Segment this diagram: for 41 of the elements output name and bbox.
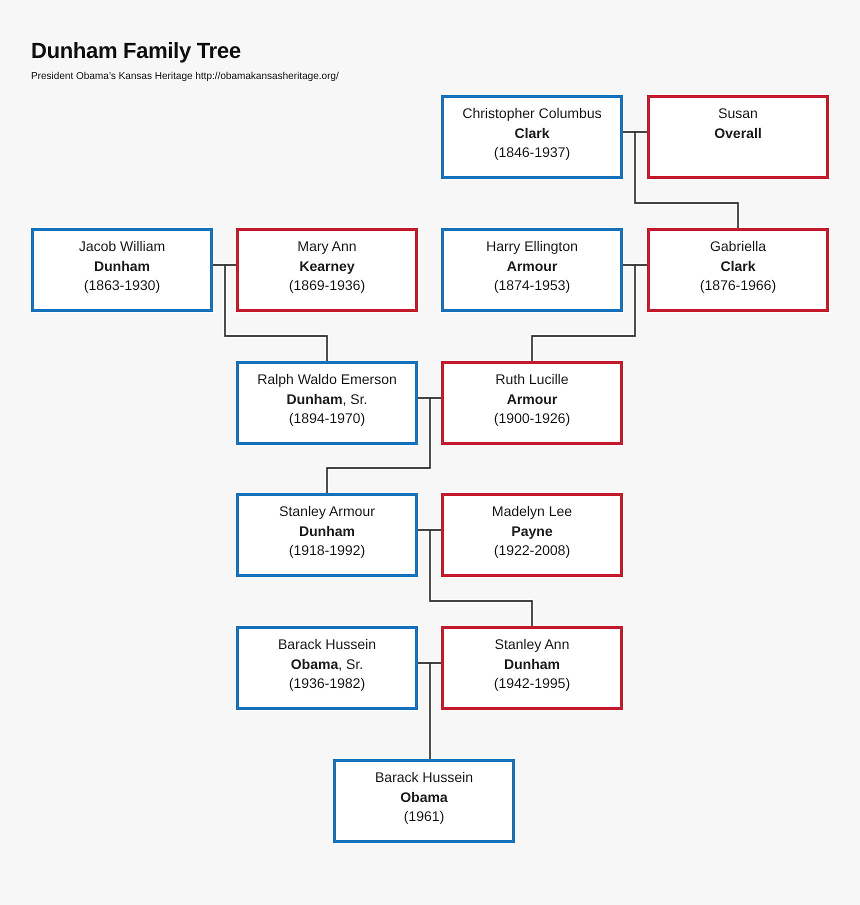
life-dates: (1863-1930) (84, 276, 160, 295)
life-dates: (1961) (404, 807, 444, 826)
person-name: Susan Overall (714, 104, 762, 142)
life-dates: (1936-1982) (288, 674, 366, 693)
title: Dunham Family Tree (31, 38, 241, 64)
person-box (647, 228, 829, 312)
life-dates: (1846-1937) (494, 143, 570, 162)
life-dates: (1922-2008) (494, 541, 570, 560)
person-box (31, 228, 213, 312)
person-box (441, 95, 623, 179)
person-name: Jacob William Dunham (78, 237, 166, 276)
person-box (236, 626, 418, 710)
life-dates: (1876-1966) (700, 276, 776, 295)
person-name: Mary Ann Kearney (297, 237, 357, 276)
person-box (441, 626, 623, 710)
life-dates: (1942-1995) (494, 674, 570, 693)
person-name: Stanley Armour Dunham (279, 502, 375, 540)
person-box (647, 95, 829, 179)
person-name: Stanley Ann Dunham (494, 635, 570, 674)
life-dates: (1894-1970) (288, 409, 366, 428)
person-name: Madelyn Lee Payne (492, 502, 572, 541)
person-name: Ralph Waldo Emerson Dunham, Sr. (257, 370, 397, 408)
person-name: Barack Hussein Obama (374, 768, 474, 806)
person-box (236, 493, 418, 577)
life-dates: (1869-1936) (288, 276, 366, 295)
life-dates: (1874-1953) (494, 276, 570, 295)
person-box (333, 759, 515, 843)
person-box (236, 361, 418, 445)
person-name: Christopher Columbus Clark (462, 104, 602, 142)
person-name: Gabriella Clark (710, 237, 766, 276)
subtitle: President Obama’s Kansas Heritage http://obamakansasheritage.org/ (31, 71, 339, 82)
person-box (441, 493, 623, 577)
person-box (236, 228, 418, 312)
person-box (441, 228, 623, 312)
life-dates: (1918-1992) (288, 541, 366, 560)
connector-line (429, 662, 441, 759)
life-dates: (1900-1926) (494, 409, 570, 428)
person-name: Harry Ellington Armour (486, 237, 578, 276)
person-name: Barack Hussein Obama, Sr. (278, 635, 376, 674)
person-box (441, 361, 623, 445)
person-name: Ruth Lucille Armour (495, 370, 569, 408)
